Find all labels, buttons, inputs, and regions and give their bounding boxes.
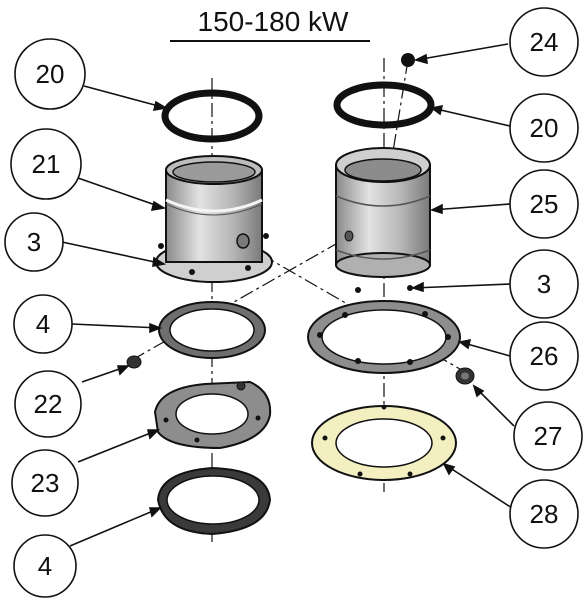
callout-circles xyxy=(4,7,583,598)
gasket-4-lower xyxy=(156,466,272,536)
diagram-title: 150-180 kW xyxy=(197,6,349,37)
callout-label-28: 28 xyxy=(530,499,559,529)
callout-circle-4-upper xyxy=(13,294,73,354)
callout-circle-3-right xyxy=(509,249,579,319)
o-ring-20-right xyxy=(333,81,435,129)
callout-circle-22 xyxy=(14,370,82,438)
callout-label-27: 27 xyxy=(534,421,563,451)
callout-circle-24 xyxy=(509,7,579,77)
adapter-25-cylinder xyxy=(335,147,431,278)
callout-label-24: 24 xyxy=(530,27,559,57)
callout-label-20-left: 20 xyxy=(36,59,65,89)
adapter-21-cylinder xyxy=(155,155,273,283)
callout-circle-23 xyxy=(11,449,79,517)
callout-circle-21 xyxy=(10,128,82,200)
o-ring-20-left xyxy=(161,89,263,143)
gasket-28 xyxy=(311,404,457,481)
mounting-plate-23 xyxy=(153,380,272,450)
callout-label-4-lower: 4 xyxy=(38,551,52,581)
plug-24 xyxy=(401,53,415,67)
callout-circle-27 xyxy=(513,401,583,471)
callout-label-20-right: 20 xyxy=(530,113,559,143)
callout-circle-28 xyxy=(509,479,579,549)
gasket-4-upper xyxy=(158,301,266,359)
callout-label-3-left: 3 xyxy=(27,227,41,257)
callout-label-26: 26 xyxy=(530,341,559,371)
callout-circle-20-left xyxy=(14,38,86,110)
callout-label-22: 22 xyxy=(34,389,63,419)
callout-circle-26 xyxy=(509,321,579,391)
leader-lines xyxy=(61,43,515,547)
callout-circle-3-left xyxy=(4,212,64,272)
callout-label-25: 25 xyxy=(530,189,559,219)
part22-axis-line xyxy=(131,235,351,361)
callout-circle-20-right xyxy=(509,93,579,163)
nipple-22 xyxy=(126,355,142,369)
flange-26 xyxy=(307,300,461,374)
callout-label-23: 23 xyxy=(31,468,60,498)
nut-27 xyxy=(455,367,475,385)
callout-label-4-upper: 4 xyxy=(36,309,50,339)
callout-circle-25 xyxy=(509,169,579,239)
callout-label-3-right: 3 xyxy=(537,269,551,299)
callout-circle-4-lower xyxy=(13,534,77,598)
screws-3-right xyxy=(355,285,413,293)
title-underline xyxy=(170,40,370,42)
callout-label-21: 21 xyxy=(32,149,61,179)
